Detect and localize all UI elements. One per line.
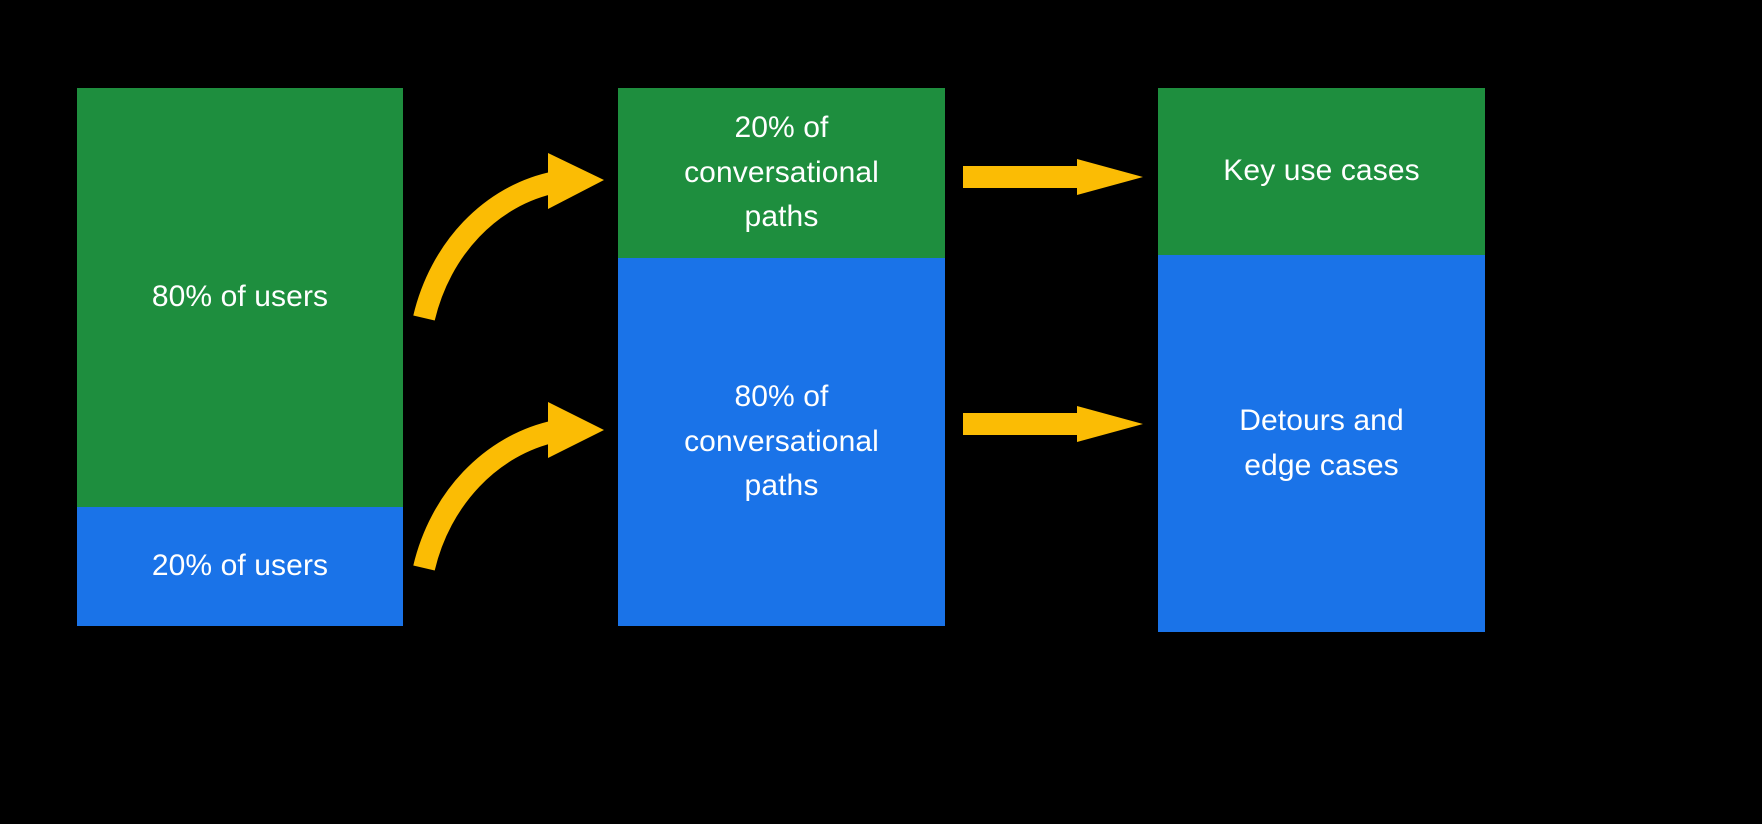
straight-arrow-bottom-icon bbox=[963, 406, 1143, 442]
straight-arrow-top-icon bbox=[963, 159, 1143, 195]
segment-label: 80% of users bbox=[151, 280, 329, 314]
segment-users-majority: 80% of users bbox=[77, 88, 403, 507]
conversational-paths-column: 20% of conversational paths 80% of conve… bbox=[618, 88, 945, 626]
curved-arrow-up-icon bbox=[413, 153, 604, 321]
segment-label: Key use cases bbox=[1223, 154, 1420, 188]
users-column: 80% of users 20% of users bbox=[77, 88, 403, 626]
outcomes-column: Key use cases Detours and edge cases bbox=[1158, 88, 1485, 632]
segment-key-use-cases: Key use cases bbox=[1158, 88, 1485, 255]
segment-paths-majority: 80% of conversational paths bbox=[618, 258, 945, 626]
segment-label: Detours and edge cases bbox=[1239, 404, 1404, 482]
curved-arrow-down-icon bbox=[413, 402, 604, 571]
segment-paths-minority: 20% of conversational paths bbox=[618, 88, 945, 258]
segment-users-minority: 20% of users bbox=[77, 507, 403, 626]
segment-label: 80% of conversational paths bbox=[684, 380, 879, 503]
segment-label: 20% of conversational paths bbox=[684, 111, 879, 234]
segment-label: 20% of users bbox=[151, 549, 329, 583]
segment-detours-edge-cases: Detours and edge cases bbox=[1158, 255, 1485, 632]
